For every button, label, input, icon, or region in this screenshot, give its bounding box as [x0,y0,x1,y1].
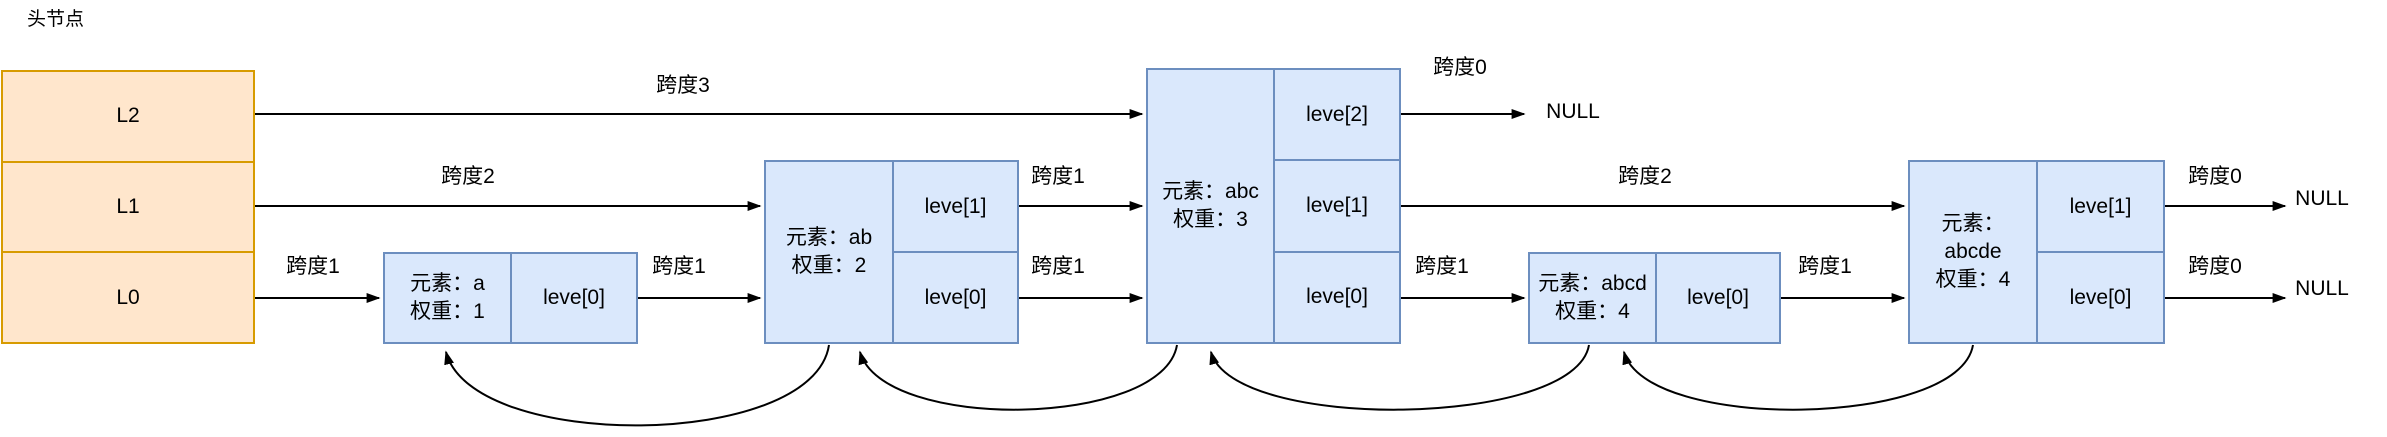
node-abcde-leve0: leve[0] [2069,285,2132,309]
node-ab-element: 元素：ab [785,226,873,249]
node-ab-levels: leve[1] leve[0] [894,162,1017,342]
node-a-element: 元素：a [410,272,485,295]
span-label-ab-leve1-to-abc: 跨度1 [1031,165,1085,188]
node-abcde: 元素：abcde 权重：4 leve[1] leve[0] [1908,160,2165,344]
span-label-abc-leve1-to-abcde: 跨度2 [1618,165,1672,188]
span-label-abc-leve2-to-null: 跨度0 [1433,56,1487,79]
span-label-abcd-to-abcde: 跨度1 [1798,255,1852,278]
node-ab-weight: 权重：2 [791,254,867,277]
head-level-l0: L0 [116,285,140,309]
node-abc-element: 元素：abc [1162,180,1259,203]
node-abcd-leve0: leve[0] [1687,286,1749,309]
node-ab-leve1: leve[1] [894,162,1017,253]
head-node: L2 L1 L0 [1,70,255,344]
node-abc-levels: leve[2] leve[1] leve[0] [1275,70,1399,342]
head-level-l1: L1 [3,163,253,254]
node-abc-leve2: leve[2] [1275,70,1399,162]
span-label-head-l2-to-abc: 跨度3 [656,74,710,97]
node-abc-weight: 权重：3 [1173,208,1248,231]
node-a-leve0: leve[0] [543,286,605,309]
node-abcde-leve1: leve[1] [2038,162,2163,253]
node-ab-info: 元素：ab 权重：2 [766,162,894,342]
node-abcd-levels: leve[0] [1657,254,1779,342]
backward-arrow-abcd-to-abc [1209,344,1590,411]
node-abc: 元素：abc 权重：3 leve[2] leve[1] leve[0] [1146,68,1401,344]
node-abcd-info: 元素：abcd 权重：4 [1530,254,1657,342]
node-abcde-element: 元素：abcde [1941,212,2005,263]
node-abcd: 元素：abcd 权重：4 leve[0] [1528,252,1781,344]
node-abcd-weight: 权重：4 [1555,300,1630,323]
null-label-abcde-leve1: NULL [2295,187,2349,210]
node-a-weight: 权重：1 [410,300,485,323]
node-a-info: 元素：a 权重：1 [385,254,512,342]
node-abcde-levels: leve[1] leve[0] [2038,162,2163,342]
node-abc-info: 元素：abc 权重：3 [1148,70,1275,342]
backward-arrow-abc-to-ab [858,344,1178,411]
null-label-abcde-leve0: NULL [2295,277,2349,300]
node-abcde-weight: 权重：4 [1935,268,2011,291]
node-abc-leve1: leve[1] [1275,161,1399,253]
node-abcde-info: 元素：abcde 权重：4 [1910,162,2038,342]
span-label-head-l1-to-ab: 跨度2 [441,165,495,188]
head-level-l2: L2 [3,72,253,163]
diagram-title: 头节点 [27,9,85,30]
node-ab-leve0: leve[0] [924,285,987,309]
backward-arrow-ab-to-a [444,344,830,427]
span-label-abcde-leve0-to-null: 跨度0 [2188,255,2242,278]
node-abc-leve0: leve[0] [1306,285,1368,309]
node-abcd-element: 元素：abcd [1538,272,1647,295]
null-label-abc-leve2: NULL [1546,100,1600,123]
node-ab: 元素：ab 权重：2 leve[1] leve[0] [764,160,1019,344]
span-label-head-l0-to-a: 跨度1 [286,255,340,278]
span-label-a-to-ab: 跨度1 [652,255,706,278]
node-a: 元素：a 权重：1 leve[0] [383,252,638,344]
span-label-abc-leve0-to-abcd: 跨度1 [1415,255,1469,278]
backward-arrow-abcde-to-abcd [1622,344,1974,411]
node-a-levels: leve[0] [512,254,636,342]
span-label-abcde-leve1-to-null: 跨度0 [2188,165,2242,188]
span-label-ab-leve0-to-abc: 跨度1 [1031,255,1085,278]
